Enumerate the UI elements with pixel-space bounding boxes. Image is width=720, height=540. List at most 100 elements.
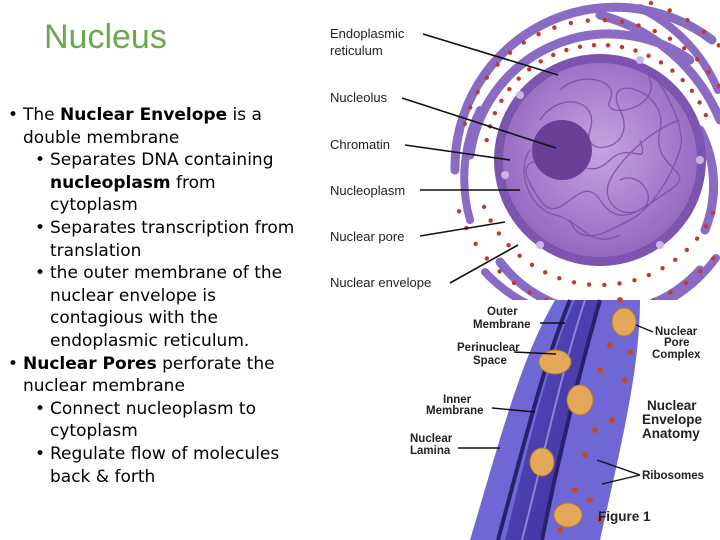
ribosome-dot (703, 224, 709, 229)
bullet-outer-membrane: the outer membrane of the nuclear envelo… (8, 262, 308, 352)
ribosome-dot (507, 50, 513, 55)
ribosome-dot (617, 281, 622, 286)
bullet-regulate: Regulate flow of molecules back & forth (8, 443, 308, 488)
label-lamina-1: Nuclear (410, 433, 453, 445)
ribosome-dot (497, 269, 502, 274)
ribosome-dot (684, 247, 690, 253)
ribosome-dot (633, 48, 638, 53)
ribosome-dot (481, 204, 487, 210)
ribosome-dot (571, 280, 577, 285)
ribosome-dot (711, 256, 716, 261)
label-perinuclear-1: Perinuclear (457, 342, 520, 354)
ribosome-dot (488, 218, 493, 223)
ribosome-dot (516, 76, 521, 81)
ribosome-dot (462, 121, 467, 126)
ribosome-dot (591, 42, 597, 48)
ribosome-dot (506, 243, 511, 248)
ribosome-dot (716, 83, 720, 89)
ribosome-dot (597, 367, 603, 373)
ribosome-dot (529, 262, 535, 268)
ribosome-dot (507, 86, 512, 92)
chromatin (523, 72, 682, 240)
ribosome-dot (706, 69, 712, 75)
ribosome-dot (467, 105, 473, 110)
label-er-1: Endoplasmic (330, 26, 405, 41)
ribosome-dot (544, 297, 549, 300)
ribosome-dot (495, 62, 500, 67)
label-anatomy-1: Nuclear (647, 398, 697, 413)
ribosome-dot (646, 53, 651, 58)
ribosome-dot (527, 290, 532, 295)
nucleolus (532, 120, 592, 180)
ribosome-dot (605, 43, 611, 48)
ribosome-dot (619, 19, 625, 24)
ribosome-dot (648, 0, 654, 6)
label-er-2: reticulum (330, 43, 383, 58)
top-leader-lines (401, 33, 559, 284)
ribosome-dot (511, 280, 517, 286)
label-inner-2: Membrane (426, 405, 484, 417)
er-ribosomes (456, 0, 720, 300)
label-chromatin: Chromatin (330, 137, 390, 152)
label-nucleoplasm: Nucleoplasm (330, 183, 405, 198)
label-inner-1: Inner (443, 394, 472, 406)
top-labels: Endoplasmic reticulum Nucleolus Chromati… (330, 26, 431, 290)
ribosome-dot (683, 280, 689, 286)
bullet-separates-dna: Separates DNA containing nucleoplasm fro… (8, 149, 308, 217)
ribosome-dot (711, 210, 716, 216)
nuclear-pore-complexes (529, 307, 637, 528)
label-npc-2: Pore (664, 337, 690, 349)
bottom-labels: Outer Membrane Perinuclear Space Inner M… (410, 306, 704, 524)
bullet-nuclear-pores: Nuclear Pores perforate the nuclear memb… (8, 353, 308, 398)
ribosome-dot (646, 272, 652, 278)
ribosome-dot (552, 25, 557, 30)
label-anatomy-3: Anatomy (642, 426, 700, 441)
slide-title: Nucleus (44, 18, 167, 56)
anatomy-ribosomes (557, 297, 633, 533)
ribosome-dot (564, 47, 569, 53)
bullet-connect: Connect nucleoplasm to cytoplasm (8, 398, 308, 443)
ribosome-dot (484, 256, 489, 261)
ribosome-dot (543, 270, 548, 275)
ribosome-dot (587, 497, 593, 503)
ribosome-dot (658, 60, 664, 65)
ribosome-dot (526, 67, 532, 72)
ribosome-dot (617, 297, 623, 303)
label-outer-1: Outer (487, 306, 518, 318)
ribosome-dot (551, 52, 556, 58)
ribosome-dot (456, 209, 462, 214)
ribosome-dot (538, 59, 543, 64)
ribosome-dot (475, 89, 480, 95)
ribosome-dot (557, 527, 563, 533)
ribosome-dot (484, 137, 489, 143)
ribosome-dot (484, 75, 489, 80)
ribosome-dot (536, 31, 541, 37)
ribosome-dot (557, 275, 562, 281)
ribosome-dot (694, 236, 700, 241)
ribosome-dot (689, 88, 695, 93)
ribosome-dot (607, 342, 613, 348)
ribosome-dot (701, 29, 707, 34)
ribosome-dot (521, 40, 526, 45)
bullet-nuclear-envelope: The Nuclear Envelope is a double membran… (8, 104, 308, 149)
ribosome-dot (652, 28, 657, 34)
ribosome-dot (636, 23, 641, 28)
ribosome-dot (602, 17, 608, 23)
ribosome-dot (492, 111, 498, 116)
ribosome-dot (667, 8, 672, 13)
label-nuclear-pore: Nuclear pore (330, 229, 404, 244)
ribosome-dot (670, 68, 675, 73)
label-figure: Figure 1 (598, 509, 651, 524)
ribosome-dot (585, 18, 590, 23)
ribosome-dot (602, 282, 607, 288)
ribosome-dot (622, 377, 628, 383)
label-lamina-2: Lamina (410, 445, 451, 457)
label-perinuclear-2: Space (473, 355, 507, 367)
label-anatomy-2: Envelope (642, 412, 703, 427)
ribosome-dot (651, 297, 656, 300)
ribosome-dot (703, 112, 709, 118)
ribosome-dot (499, 98, 504, 103)
ribosome-dot (697, 100, 702, 105)
ribosome-dot (698, 269, 703, 274)
ribosome-dot (568, 20, 574, 26)
